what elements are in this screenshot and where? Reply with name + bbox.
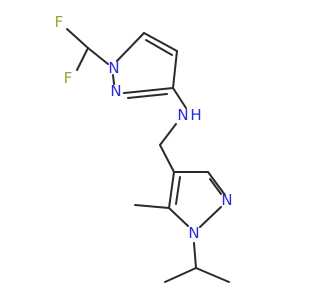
bond-f2-cf2 bbox=[76, 47, 89, 71]
bond-f1-cf2 bbox=[66, 28, 89, 49]
bond-cf2-n1 bbox=[87, 47, 109, 65]
bond-nh-ch2 bbox=[159, 123, 177, 146]
atom-f2: F bbox=[64, 69, 73, 87]
bond-c3a-nh bbox=[172, 87, 187, 109]
bond-n4-ipr bbox=[193, 242, 197, 269]
bond-ipr-me2 bbox=[195, 267, 230, 283]
bond-c5b-c4b-double bbox=[175, 176, 181, 205]
bond-n2-n1 bbox=[112, 74, 115, 85]
bond-c5a-c4a bbox=[143, 32, 178, 52]
bond-c3b-n3-double bbox=[209, 178, 222, 195]
atom-f1: F bbox=[55, 13, 64, 31]
atom-n4: N bbox=[188, 224, 199, 242]
atom-n1: N bbox=[108, 59, 119, 77]
bond-c4a-c3a bbox=[172, 50, 178, 89]
atom-n2: N bbox=[110, 82, 121, 100]
bond-n3-n4 bbox=[199, 206, 222, 228]
atom-nh: N bbox=[177, 106, 188, 124]
bond-ipr-me1 bbox=[164, 267, 197, 283]
bond-c3b-n3 bbox=[207, 171, 226, 196]
bonds bbox=[66, 28, 230, 283]
atom-labels: F F N N N H N N bbox=[55, 13, 233, 242]
bond-c5b-c4b bbox=[168, 171, 175, 209]
bond-n1-c5a bbox=[116, 32, 145, 62]
bond-c5a-c4a-double bbox=[145, 39, 173, 56]
bond-c5b-methyl bbox=[134, 204, 170, 209]
atom-nh-hydrogen: H bbox=[190, 106, 201, 124]
bond-ch2-c4b bbox=[159, 144, 175, 173]
molecule-structure-diagram: F F N N N H N N bbox=[55, 13, 233, 283]
atom-n3: N bbox=[221, 191, 232, 209]
bond-n4-c5b bbox=[168, 207, 189, 227]
bond-c3a-n2 bbox=[123, 87, 174, 94]
bond-c3a-n2-double bbox=[127, 93, 168, 99]
